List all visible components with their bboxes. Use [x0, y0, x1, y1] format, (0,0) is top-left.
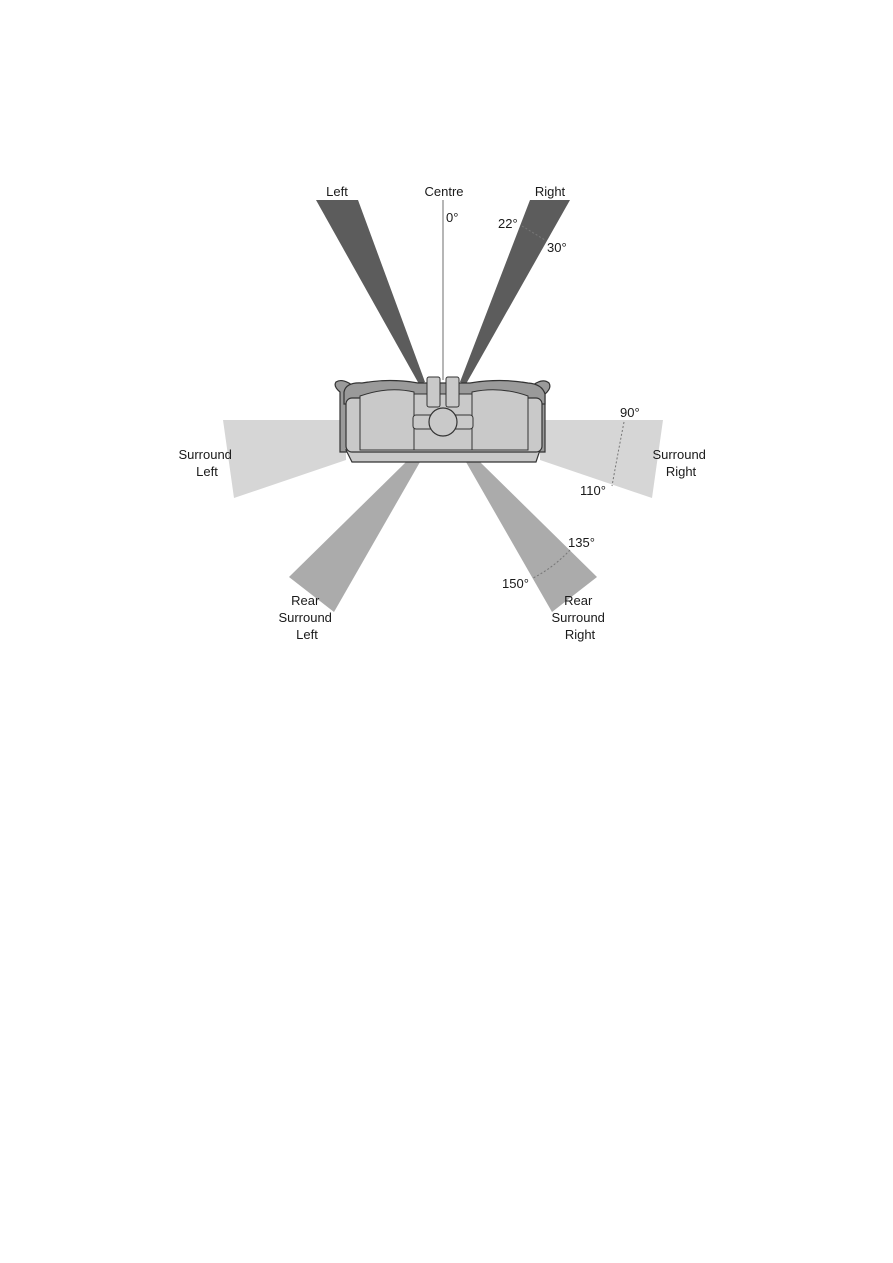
front-min-angle-label: 22° [498, 216, 518, 231]
right-speaker-beam [460, 200, 570, 384]
rear-surround-right-label-line-3: Right [565, 627, 596, 642]
sofa-right-cushion [471, 389, 529, 451]
surround-min-angle-label: 90° [620, 405, 640, 420]
rear-surround-left-label-line-1: Rear [291, 593, 320, 608]
left-speaker-beam [316, 200, 425, 384]
rear-min-angle-label: 135° [568, 535, 595, 550]
left-speaker-label: Left [326, 184, 348, 199]
rear-surround-left-label-line-3: Left [296, 627, 318, 642]
surround-right-label: Surround Right [652, 447, 709, 479]
front-max-angle-label: 30° [547, 240, 567, 255]
rear-surround-right-beam [466, 462, 597, 612]
centre-angle-label: 0° [446, 210, 458, 225]
surround-left-label: Surround Left [178, 447, 235, 479]
surround-right-label-line-1: Surround [652, 447, 705, 462]
rear-max-angle-label: 150° [502, 576, 529, 591]
rear-surround-right-label-line-2: Surround [551, 610, 604, 625]
listener-left-leg [426, 376, 441, 408]
surround-left-beam [223, 420, 346, 498]
front-angle-arc [521, 225, 546, 241]
surround-left-label-line-2: Left [196, 464, 218, 479]
rear-surround-left-beam [289, 462, 420, 612]
surround-right-beam [540, 420, 663, 498]
right-speaker-label: Right [535, 184, 566, 199]
rear-surround-left-label-line-2: Surround [278, 610, 331, 625]
surround-max-angle-label: 110° [580, 483, 606, 498]
listener [412, 376, 474, 437]
rear-surround-left-label: Rear Surround Left [278, 593, 335, 642]
listener-right-leg [445, 376, 460, 408]
sofa-left-cushion [359, 389, 415, 451]
rear-surround-right-label-line-1: Rear [564, 593, 593, 608]
rear-surround-right-label: Rear Surround Right [551, 593, 608, 642]
surround-left-label-line-1: Surround [178, 447, 231, 462]
listener-head [428, 407, 458, 437]
surround-right-label-line-2: Right [666, 464, 697, 479]
centre-speaker-label: Centre [424, 184, 463, 199]
